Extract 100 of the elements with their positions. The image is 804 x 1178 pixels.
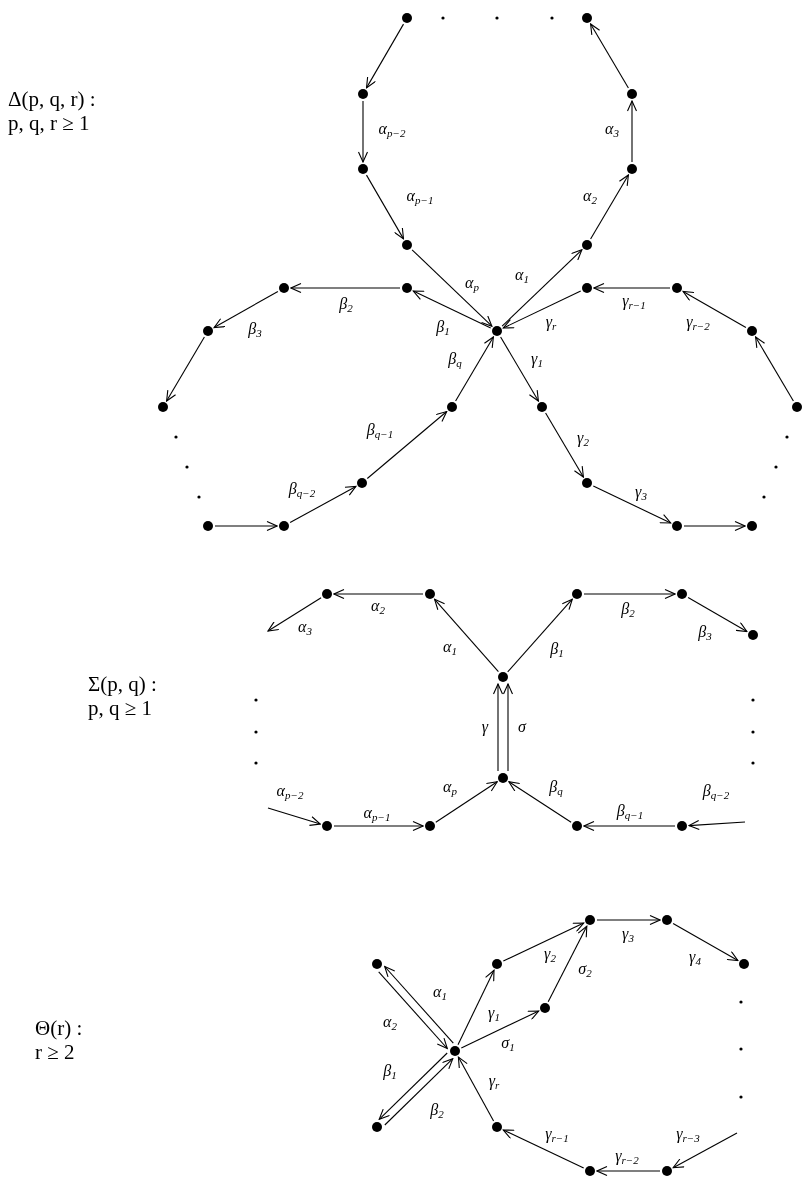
arrow	[457, 969, 495, 1046]
arrow	[683, 520, 746, 532]
arrow	[378, 971, 448, 1050]
arrow	[365, 174, 405, 240]
vertex-dot	[279, 521, 289, 531]
arrow	[688, 819, 746, 830]
vertex-dot	[322, 589, 332, 599]
vertex-dot	[792, 402, 802, 412]
edge-label: β$_{2}$	[620, 601, 636, 619]
edge-label: β$_{q−1}$	[615, 803, 645, 821]
arrow	[672, 1132, 738, 1169]
quiver-label: Δ(p, q, r) :	[8, 88, 96, 112]
arrow	[596, 1165, 661, 1177]
vertex-dot	[585, 1166, 595, 1176]
quiver-label: p, q ≥ 1	[88, 697, 153, 721]
quiver-label: Θ(r) :	[35, 1017, 83, 1041]
arrow	[365, 23, 405, 89]
arrow	[289, 485, 357, 524]
edge-label: β$_{q−2}$	[701, 783, 731, 801]
arrow	[687, 596, 748, 633]
vertex-dot	[358, 89, 368, 99]
edge-label: β$_{3}$	[697, 624, 713, 642]
vertex-dot	[572, 821, 582, 831]
vertex-dot	[627, 89, 637, 99]
arrow	[592, 485, 672, 524]
arrow	[492, 683, 504, 772]
vertex-dot	[498, 672, 508, 682]
arrow	[502, 1129, 585, 1169]
vertex-dot	[492, 1122, 502, 1132]
vertex-dot	[372, 959, 382, 969]
edge-label: β$_{q}$	[548, 779, 564, 797]
vertex-dot	[662, 915, 672, 925]
quiver-label: r ≥ 2	[35, 1041, 75, 1065]
arrow	[333, 588, 424, 600]
arrow	[435, 781, 498, 823]
vertex-dot	[672, 283, 682, 293]
vertex-dot	[372, 1122, 382, 1132]
arrow	[455, 336, 494, 402]
arrow	[333, 820, 424, 832]
vertex-dot	[662, 1166, 672, 1176]
arrow	[508, 781, 572, 823]
arrow	[593, 282, 671, 294]
arrow	[672, 922, 739, 962]
arrow	[366, 410, 448, 480]
vertex-dot	[627, 164, 637, 174]
arrow	[457, 1056, 495, 1122]
arrow	[545, 412, 584, 478]
arrow	[384, 965, 454, 1044]
vertex-dot	[739, 959, 749, 969]
vertex-dot	[203, 521, 213, 531]
arrow	[502, 290, 582, 329]
arrow	[412, 290, 492, 329]
vertex-dot	[748, 630, 758, 640]
vertex-dot	[582, 240, 592, 250]
vertex-dot	[203, 326, 213, 336]
arrow	[502, 683, 514, 772]
edge-label: β$_{q−2}$	[287, 481, 317, 499]
arrow	[384, 1058, 454, 1126]
vertex-dot	[747, 521, 757, 531]
vertex-dot	[402, 13, 412, 23]
arrow	[267, 807, 321, 826]
vertex-dot	[158, 402, 168, 412]
edge-label: β$_{2}$	[429, 1102, 445, 1120]
vertex-dot	[492, 326, 502, 336]
edge-label: β$_{1}$	[382, 1063, 398, 1081]
quiver-label: Σ(p, q) :	[88, 673, 157, 697]
arrow	[357, 100, 369, 163]
arrow	[507, 598, 573, 673]
edge-label: β$_{3}$	[247, 321, 263, 339]
vertex-dot	[425, 589, 435, 599]
edge-label: β$_{1}$	[549, 641, 565, 659]
edge-label: β$_{q}$	[447, 351, 463, 369]
vertex-dot	[402, 240, 412, 250]
arrow	[378, 1052, 448, 1120]
vertex-dot	[322, 821, 332, 831]
arrow	[590, 23, 629, 89]
vertex-dot	[572, 589, 582, 599]
arrow	[290, 282, 401, 294]
arrow	[547, 925, 588, 1003]
vertex-dot	[447, 402, 457, 412]
arrow	[213, 290, 279, 329]
vertex-dot	[450, 1046, 460, 1056]
vertex-dot	[582, 478, 592, 488]
vertex-dot	[402, 283, 412, 293]
arrow	[166, 336, 205, 402]
edge-label: β$_{2}$	[338, 296, 354, 314]
vertex-dot	[582, 283, 592, 293]
arrow	[596, 914, 661, 926]
vertex-dot	[498, 773, 508, 783]
vertex-dot	[747, 326, 757, 336]
arrow	[755, 336, 794, 402]
vertex-dot	[677, 589, 687, 599]
arrow	[434, 598, 499, 673]
arrow	[460, 1010, 540, 1049]
edge-label: β$_{q−1}$	[365, 422, 395, 440]
arrow	[583, 588, 676, 600]
vertex-dot	[582, 13, 592, 23]
arrow	[590, 174, 629, 240]
vertex-dot	[585, 915, 595, 925]
arrow	[682, 290, 747, 329]
